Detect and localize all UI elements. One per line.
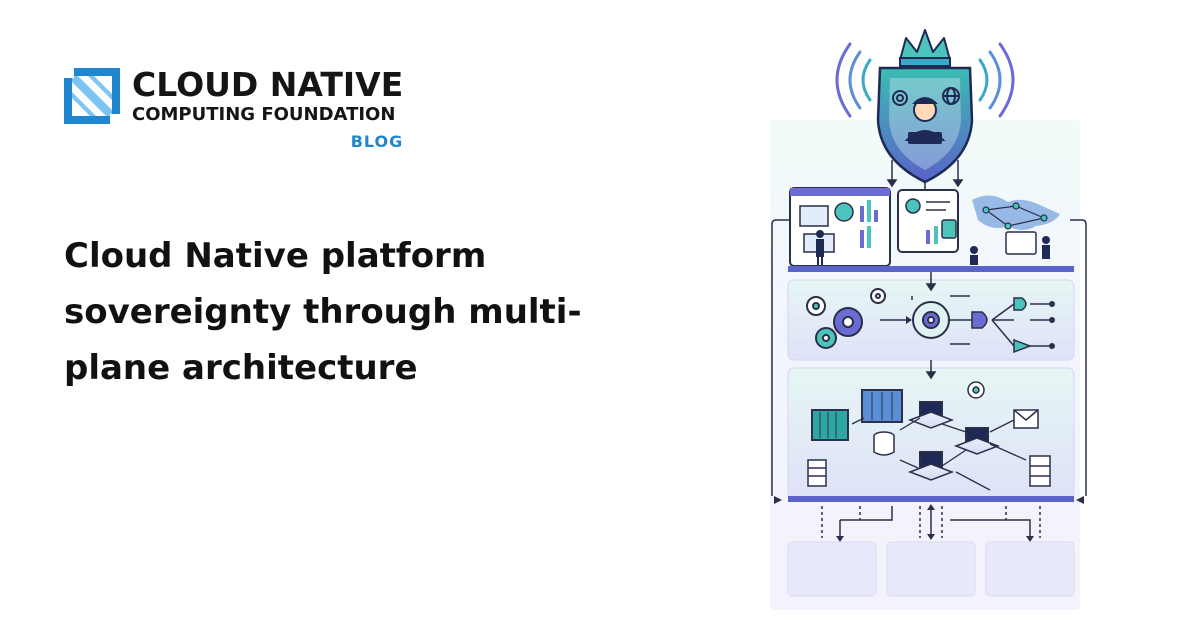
page-title: Cloud Native platform sovereignty throug… [64, 236, 582, 388]
profile-card-icon [897, 189, 959, 253]
multi-plane-architecture-illustration [770, 29, 1087, 610]
brand-name: CLOUD NATIVE [132, 65, 404, 104]
gear-icon [806, 288, 950, 349]
globe-icon [942, 87, 960, 105]
developer-icon [904, 97, 946, 144]
world-map-icon [972, 195, 1060, 255]
gear-icon [892, 90, 908, 106]
gear-icon [967, 381, 985, 399]
dashboard-icon [789, 187, 891, 267]
container-icon [811, 389, 903, 441]
server-icon [807, 455, 1051, 487]
database-icon [873, 431, 895, 456]
bottom-plane-blocks [787, 541, 1075, 597]
signal-waves-icon [835, 42, 1015, 118]
cncf-brand[interactable]: CLOUD NATIVE COMPUTING FOUNDATION BLOG [64, 68, 403, 151]
brand-blog-label: BLOG [350, 132, 404, 151]
crown-icon [899, 29, 951, 67]
mail-icon [1013, 409, 1039, 429]
cncf-logo-icon [64, 68, 120, 124]
brand-subname: COMPUTING FOUNDATION [132, 104, 396, 125]
